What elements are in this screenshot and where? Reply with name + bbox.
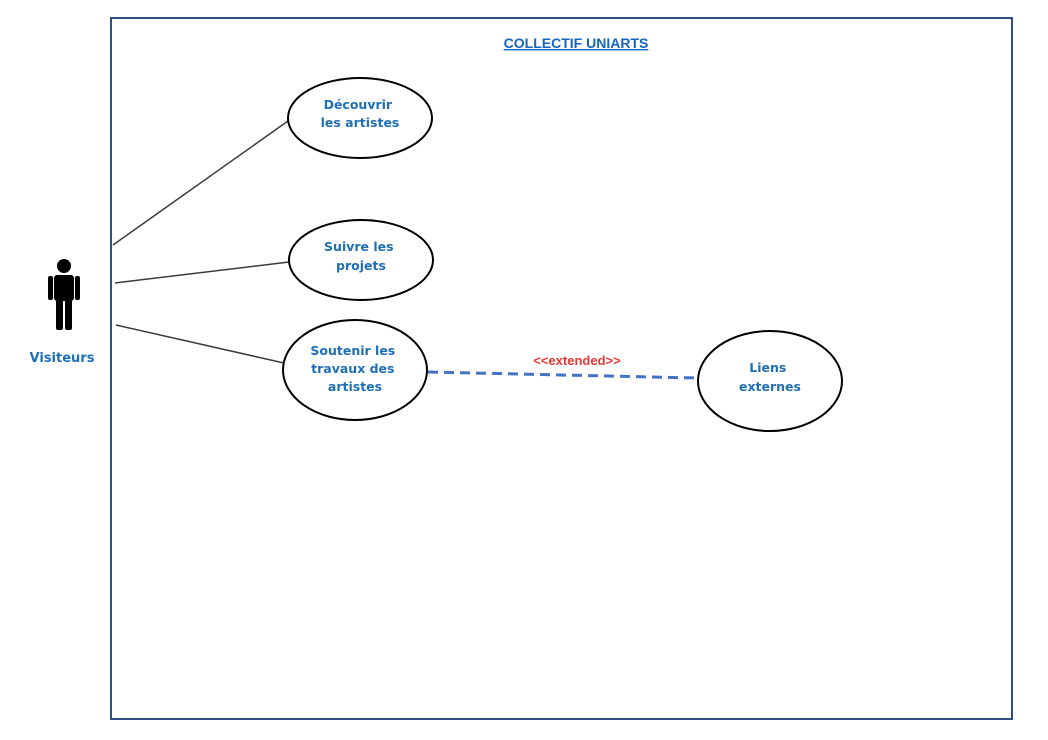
use-case-label-uc3-line1: Soutenir les bbox=[310, 343, 395, 358]
use-case-label-uc1-line2: les artistes bbox=[321, 115, 400, 130]
use-case-ellipse-uc4[interactable] bbox=[697, 330, 843, 432]
use-case-ellipse-uc1[interactable] bbox=[287, 77, 433, 159]
use-case-label-uc2: Suivre les projets bbox=[324, 239, 398, 273]
system-title: COLLECTIF UNIARTS bbox=[504, 35, 649, 51]
use-case-ellipse-uc2[interactable] bbox=[288, 219, 434, 301]
person-icon bbox=[48, 259, 80, 330]
use-case-label-uc3-line3: artistes bbox=[328, 379, 382, 394]
association-line-uc3 bbox=[115, 324, 285, 364]
use-case-label-uc4-line2: externes bbox=[739, 379, 801, 394]
extend-relationship-line bbox=[427, 370, 698, 380]
use-case-label-uc3-line2: travaux des bbox=[311, 361, 394, 376]
association-line-uc1 bbox=[112, 120, 289, 246]
use-case-label-uc1-line1: Découvrir bbox=[324, 97, 393, 112]
system-boundary bbox=[110, 17, 1013, 720]
use-case-label-uc4: Liens externes bbox=[739, 360, 801, 394]
use-case-label-uc2-line2: projets bbox=[336, 258, 386, 273]
use-case-label-uc1: Découvrir les artistes bbox=[321, 97, 400, 130]
extend-stereotype-label: <<extended>> bbox=[533, 353, 621, 368]
association-line-uc2 bbox=[114, 261, 290, 284]
actor-label: Visiteurs bbox=[30, 351, 95, 366]
use-case-ellipse-uc3[interactable] bbox=[282, 319, 428, 421]
use-case-label-uc2-line1: Suivre les bbox=[324, 239, 394, 254]
use-case-label-uc4-line1: Liens bbox=[749, 360, 786, 375]
use-case-label-uc3: Soutenir les travaux des artistes bbox=[310, 343, 399, 394]
